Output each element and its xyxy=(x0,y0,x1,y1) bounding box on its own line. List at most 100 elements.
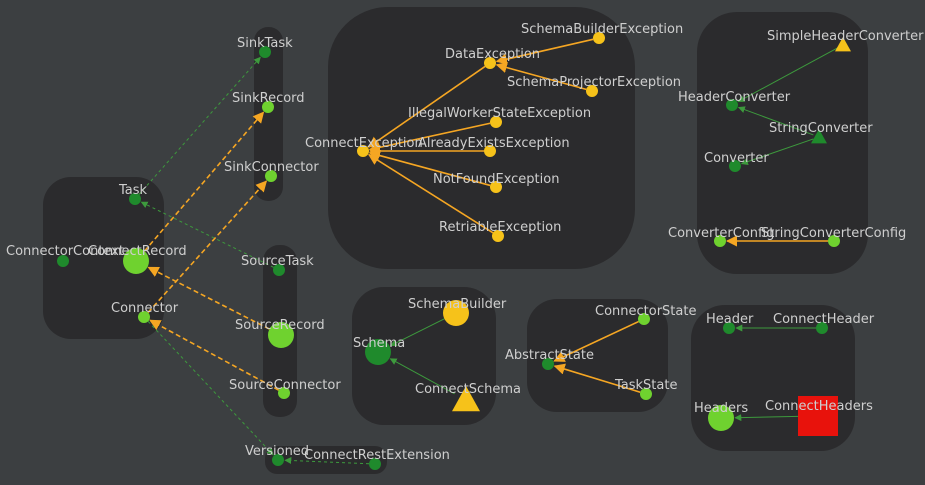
node-SinkTask[interactable] xyxy=(259,46,271,58)
cluster-errors xyxy=(328,7,635,269)
node-label-ConverterConfig: ConverterConfig xyxy=(668,226,774,241)
cluster-sink xyxy=(254,27,283,201)
node-label-SchemaBuilderException: SchemaBuilderException xyxy=(521,22,683,37)
node-SourceRecord[interactable] xyxy=(268,322,294,348)
node-label-ConnectHeader: ConnectHeader xyxy=(773,312,875,327)
node-label-ConnectSchema: ConnectSchema xyxy=(415,382,521,397)
node-TaskState[interactable] xyxy=(640,388,652,400)
node-label-ConnectorContext: ConnectorContext xyxy=(6,244,124,259)
edge-ConnectSchema-to-Schema xyxy=(389,358,455,395)
node-Schema[interactable] xyxy=(365,339,391,365)
node-ConnectHeaders[interactable] xyxy=(798,396,838,436)
node-Headers[interactable] xyxy=(708,405,734,431)
node-label-SchemaProjectorException: SchemaProjectorException xyxy=(507,75,681,90)
node-label-NotFoundException: NotFoundException xyxy=(433,172,559,187)
cluster-state xyxy=(527,299,668,412)
node-ConnectSchema[interactable] xyxy=(452,386,480,412)
node-SourceTask[interactable] xyxy=(273,264,285,276)
cluster-converters xyxy=(697,12,868,274)
node-ConnectRestExtension[interactable] xyxy=(369,458,381,470)
node-label-Headers: Headers xyxy=(694,401,748,416)
edge-SourceConnector-to-Connector xyxy=(149,319,280,391)
node-label-ConnectorState: ConnectorState xyxy=(595,304,696,319)
node-DataException[interactable] xyxy=(484,57,496,69)
edge-ConnectorState-to-AbstractState xyxy=(553,320,639,362)
node-label-StringConverterConfig: StringConverterConfig xyxy=(761,226,906,241)
node-label-SinkConnector: SinkConnector xyxy=(224,160,319,175)
node-ConnectException[interactable] xyxy=(357,145,369,157)
cluster-versioned xyxy=(265,446,387,474)
node-SinkRecord[interactable] xyxy=(262,101,274,113)
node-ConnectHeader[interactable] xyxy=(816,322,828,334)
node-ConverterConfig[interactable] xyxy=(714,235,726,247)
node-AlreadyExistsException[interactable] xyxy=(484,145,496,157)
cluster-connector xyxy=(43,177,164,339)
node-ConnectorState[interactable] xyxy=(638,313,650,325)
node-label-DataException: DataException xyxy=(445,47,540,62)
node-layer xyxy=(57,32,851,470)
node-label-SimpleHeaderConverter: SimpleHeaderConverter xyxy=(767,29,924,44)
edge-SourceRecord-to-ConnectRecord xyxy=(147,266,270,330)
node-label-ConnectHeaders: ConnectHeaders xyxy=(765,399,873,414)
edge-DataException-to-ConnectException xyxy=(367,65,486,148)
node-IllegalWorkerStateException[interactable] xyxy=(490,116,502,128)
node-StringConverter[interactable] xyxy=(811,129,827,144)
node-SchemaBuilder[interactable] xyxy=(443,300,469,326)
edge-IllegalWorkerStateException-to-ConnectException xyxy=(368,122,491,153)
node-SimpleHeaderConverter[interactable] xyxy=(835,37,851,52)
node-AbstractState[interactable] xyxy=(542,358,554,370)
node-label-SourceConnector: SourceConnector xyxy=(229,378,341,393)
edge-SimpleHeaderConverter-to-HeaderConverter xyxy=(737,47,838,103)
edge-SchemaBuilder-to-Schema xyxy=(389,318,445,347)
node-label-SourceTask: SourceTask xyxy=(241,254,314,269)
node-SchemaBuilderException[interactable] xyxy=(593,32,605,44)
node-label-Schema: Schema xyxy=(353,336,405,351)
node-label-Header: Header xyxy=(706,312,754,327)
node-label-SourceRecord: SourceRecord xyxy=(235,318,325,333)
node-SourceConnector[interactable] xyxy=(278,387,290,399)
node-NotFoundException[interactable] xyxy=(490,181,502,193)
node-label-SinkRecord: SinkRecord xyxy=(232,91,305,106)
node-label-AbstractState: AbstractState xyxy=(505,348,594,363)
edge-NotFoundException-to-ConnectException xyxy=(368,150,491,187)
edge-Connector-to-SinkConnector xyxy=(147,180,268,314)
node-Versioned[interactable] xyxy=(272,454,284,466)
node-label-IllegalWorkerStateException: IllegalWorkerStateException xyxy=(408,106,591,121)
node-SchemaProjectorException[interactable] xyxy=(586,85,598,97)
label-layer: SinkTaskSinkRecordSinkConnectorTaskConne… xyxy=(6,22,924,463)
node-Task[interactable] xyxy=(129,193,141,205)
node-StringConverterConfig[interactable] xyxy=(828,235,840,247)
node-SinkConnector[interactable] xyxy=(265,170,277,182)
edge-Task-to-SinkTask xyxy=(138,56,261,195)
node-label-Versioned: Versioned xyxy=(245,444,309,459)
node-RetriableException[interactable] xyxy=(492,230,504,242)
node-label-Converter: Converter xyxy=(704,151,769,166)
node-label-RetriableException: RetriableException xyxy=(439,220,561,235)
node-HeaderConverter[interactable] xyxy=(726,99,738,111)
edge-ConnectRestExtension-to-Versioned xyxy=(284,457,370,465)
edge-Connector-to-Versioned xyxy=(147,321,274,456)
node-label-Connector: Connector xyxy=(111,301,179,316)
edge-layer xyxy=(138,38,838,465)
node-Header[interactable] xyxy=(723,322,735,334)
node-label-Task: Task xyxy=(118,183,148,198)
edge-ConnectHeaders-to-Headers xyxy=(734,414,799,422)
node-label-ConnectException: ConnectException xyxy=(305,136,423,151)
edge-StringConverter-to-HeaderConverter xyxy=(737,106,814,136)
node-label-AlreadyExistsException: AlreadyExistsException xyxy=(418,136,570,151)
edge-ConnectRecord-to-SinkRecord xyxy=(143,111,265,252)
node-ConnectRecord[interactable] xyxy=(123,248,149,274)
node-label-ConnectRecord: ConnectRecord xyxy=(88,244,187,259)
cluster-layer xyxy=(43,7,868,474)
node-label-TaskState: TaskState xyxy=(614,378,677,393)
node-ConnectorContext[interactable] xyxy=(57,255,69,267)
node-label-StringConverter: StringConverter xyxy=(769,121,873,136)
edge-SourceTask-to-Task xyxy=(140,201,274,268)
edge-SchemaProjectorException-to-DataException xyxy=(495,62,587,91)
node-Converter[interactable] xyxy=(729,160,741,172)
edge-RetriableException-to-ConnectException xyxy=(367,154,494,234)
edge-StringConverter-to-Converter xyxy=(740,138,814,165)
node-label-HeaderConverter: HeaderConverter xyxy=(678,90,791,105)
node-Connector[interactable] xyxy=(138,311,150,323)
